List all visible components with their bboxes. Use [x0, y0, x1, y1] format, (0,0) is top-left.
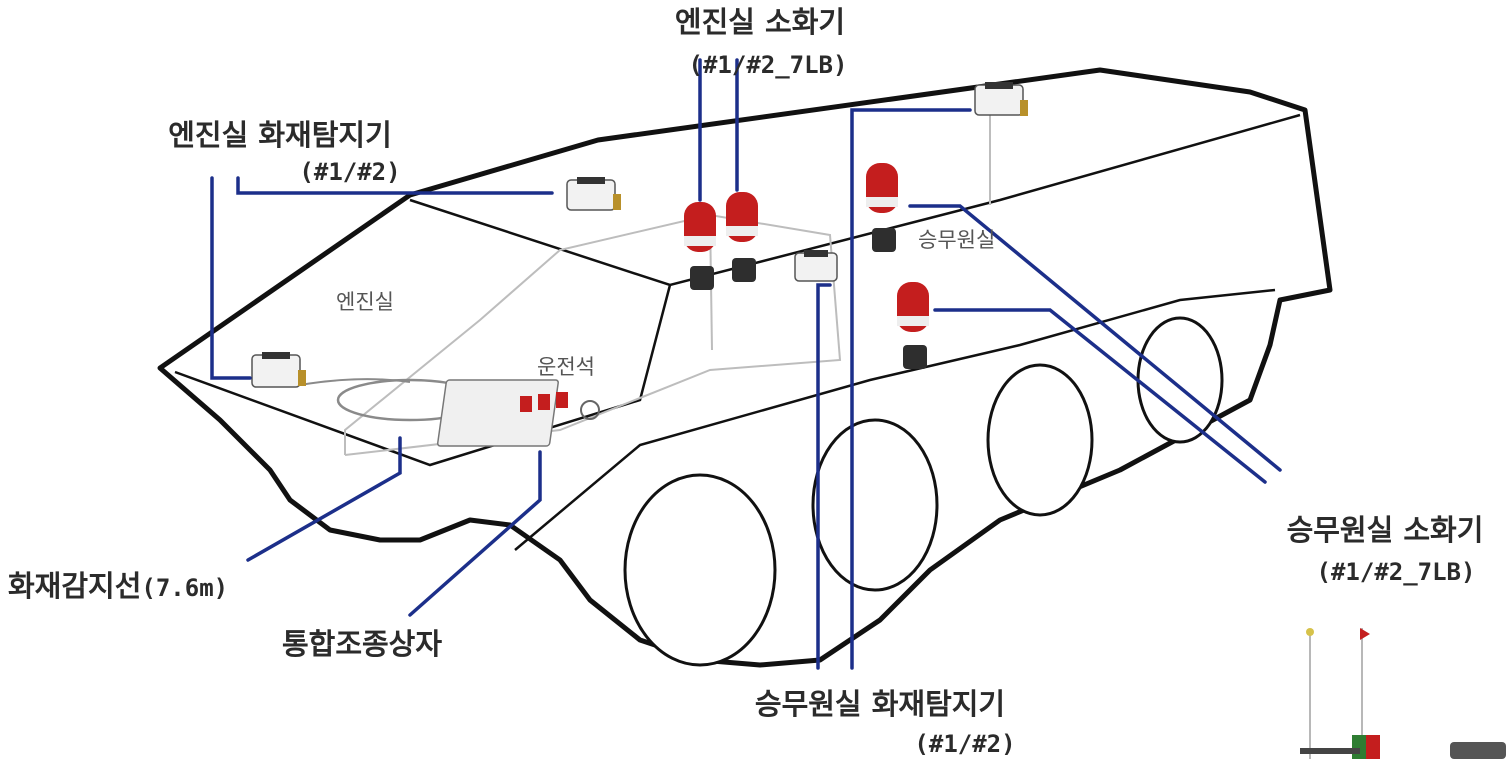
leader-engine-detector-1 — [210, 176, 252, 380]
zone-label-engine-room: 엔진실 — [336, 290, 394, 314]
zone-label-crew-room: 승무원실 — [918, 228, 995, 252]
label-engine-extinguisher-sub: (#1/#2_7LB) — [689, 51, 848, 79]
side-lower-line — [514, 288, 1276, 551]
leader-crew-extinguisher-1 — [908, 204, 1282, 472]
leader-lines — [210, 58, 1282, 670]
label-engine-detector: 엔진실 화재탐지기 — [168, 118, 392, 152]
label-control-box: 통합조종상자 — [282, 627, 442, 661]
wheel-3 — [986, 363, 1094, 517]
wheel-4 — [1136, 316, 1224, 444]
engine-room-outline — [344, 213, 842, 456]
leader-crew-detector-2 — [816, 283, 832, 670]
fire-detector-icon — [974, 82, 1028, 116]
leader-engine-detector-2 — [236, 176, 554, 195]
fire-detector-icon — [566, 177, 621, 211]
fire-extinguisher-icon — [866, 163, 898, 252]
zone-label-driver-seat: 운전석 — [537, 355, 595, 379]
wheel-2 — [811, 418, 939, 592]
label-crew-detector: 승무원실 화재탐지기 — [755, 687, 1005, 721]
roof-edge — [409, 113, 1301, 287]
armored-vehicle — [157, 67, 1333, 668]
fire-extinguisher-icon — [897, 282, 929, 369]
leader-fire-wire — [246, 436, 402, 562]
label-crew-extinguisher: 승무원실 소화기 — [1287, 513, 1484, 547]
fire-detector-icon — [794, 250, 838, 282]
leader-control-box — [408, 450, 542, 617]
wheel-1 — [623, 473, 777, 667]
label-fire-wire: 화재감지선(7.6m) — [8, 569, 228, 603]
label-crew-detector-sub: (#1/#2) — [914, 730, 1015, 758]
fire-detector-icon — [251, 352, 306, 388]
leader-crew-detector-1 — [850, 108, 972, 670]
fire-extinguisher-icon — [684, 202, 716, 290]
label-engine-extinguisher: 엔진실 소화기 — [675, 5, 845, 39]
fire-extinguisher-icon — [726, 192, 758, 282]
leader-crew-extinguisher-2 — [933, 308, 1267, 484]
label-engine-detector-sub: (#1/#2) — [299, 158, 400, 186]
control-box-panel — [436, 379, 600, 447]
label-crew-extinguisher-sub: (#1/#2_7LB) — [1317, 558, 1476, 586]
corner-inset-photo — [1300, 628, 1506, 759]
